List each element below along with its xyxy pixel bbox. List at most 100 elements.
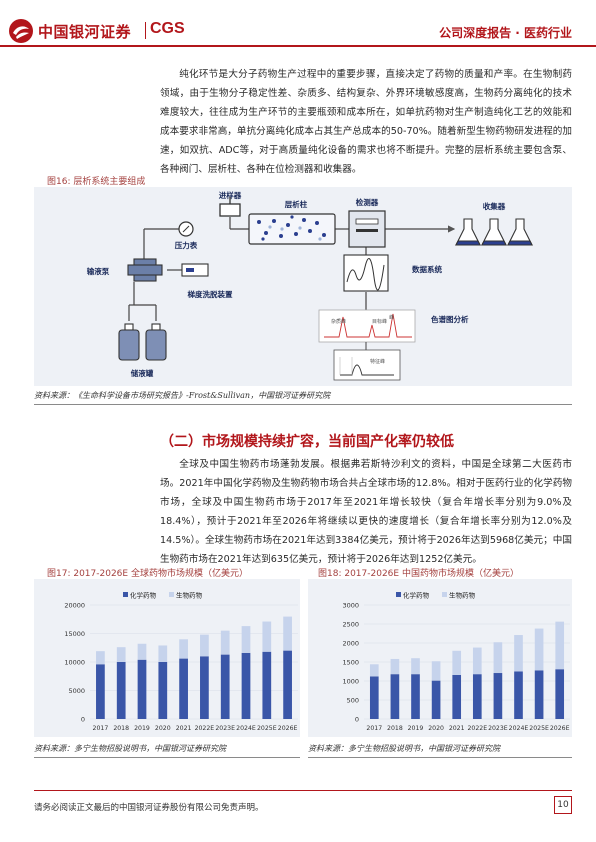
y-tick-label: 20000 (64, 602, 85, 610)
bar-segment (493, 673, 503, 719)
column-label: 层析柱 (285, 199, 308, 209)
x-tick-label: 2017 (93, 725, 109, 732)
legend-label: 生物药物 (176, 591, 203, 600)
y-tick-label: 0 (81, 716, 85, 724)
column-icon (248, 213, 336, 245)
x-tick-label: 2024E (236, 725, 256, 732)
inset-peak-label: 特征峰 (370, 358, 385, 365)
x-tick-label: 2020 (428, 725, 444, 732)
chromatogram-peak-a: 杂质峰 (331, 318, 346, 325)
bar-segment (283, 650, 292, 719)
logo-divider (145, 22, 146, 39)
gradient-label: 梯度洗脱装置 (188, 289, 233, 299)
y-tick-label: 1500 (342, 659, 359, 667)
pressure-gauge-icon (178, 221, 194, 237)
page-number: 10 (554, 796, 572, 814)
bar-segment (283, 616, 292, 651)
y-tick-label: 2000 (342, 640, 359, 648)
x-tick-label: 2018 (113, 725, 129, 732)
x-tick-label: 2023E (488, 725, 508, 732)
bar-segment (220, 654, 230, 719)
bar-segment (200, 656, 209, 719)
figure17-title: 图17: 2017-2026E 全球药物市场规模（亿美元） (47, 569, 248, 579)
y-tick-label: 5000 (68, 687, 85, 695)
y-tick-label: 10000 (64, 659, 85, 667)
y-tick-label: 1000 (342, 678, 359, 686)
report-type: 公司深度报告 · 医药行业 (439, 26, 572, 40)
bar-segment (369, 676, 379, 719)
header-rule (0, 45, 596, 47)
bar-segment (431, 661, 441, 681)
bar-segment (411, 658, 420, 675)
legend-label: 化学药物 (403, 591, 430, 600)
bar-segment (390, 674, 400, 719)
x-tick-label: 2023E (215, 725, 235, 732)
x-tick-label: 2018 (387, 725, 403, 732)
x-tick-label: 2025E (529, 725, 549, 732)
bar-segment (220, 630, 230, 655)
injector-label: 进样器 (219, 190, 242, 200)
bar-segment (96, 651, 105, 665)
bar-segment (514, 671, 523, 719)
bar-segment (158, 662, 168, 719)
figure18-rule (308, 757, 572, 758)
data-system-label: 数据系统 (412, 264, 442, 274)
legend-swatch (123, 592, 128, 597)
y-tick-label: 15000 (64, 630, 85, 638)
x-tick-label: 2026E (278, 725, 298, 732)
x-tick-label: 2024E (509, 725, 529, 732)
bar-segment (390, 658, 400, 675)
bar-segment (179, 639, 188, 659)
detector-label: 检测器 (356, 197, 379, 207)
bar-segment (241, 652, 251, 719)
chromatogram-inset-icon (333, 349, 401, 381)
bar-segment (555, 621, 565, 670)
bar-segment (137, 643, 147, 660)
bar-segment (514, 635, 523, 672)
injector-icon (219, 197, 241, 217)
bar-segment (179, 658, 188, 719)
bar-segment (262, 651, 272, 719)
chromatogram-label: 色谱图分析 (431, 314, 469, 324)
bar-segment (452, 674, 462, 719)
chromatography-diagram: 进样器 压力表 层析柱 检测器 收集器 输液泵 (87, 190, 533, 381)
bar-segment (555, 669, 565, 719)
bar-segment (158, 645, 168, 662)
figure16-rule (34, 404, 572, 405)
figure17-source: 资料来源：多宁生物招股说明书，中国银河证券研究院 (34, 744, 226, 753)
chromatogram-peak-c: 峰 (389, 314, 394, 321)
y-tick-label: 0 (355, 716, 359, 724)
bar-segment (116, 662, 126, 719)
figure16-source: 资料来源：《生命科学设备市场研究报告》-Frost&Sullivan，中国银河证… (34, 391, 331, 400)
chromatogram-peak-b: 目标峰 (372, 318, 387, 325)
x-tick-label: 2022E (467, 725, 487, 732)
bar-segment (411, 674, 420, 719)
collector-flasks-icon (455, 218, 533, 246)
y-tick-label: 3000 (342, 602, 359, 610)
legend-swatch (442, 592, 447, 597)
x-tick-label: 2017 (366, 725, 382, 732)
bar-segment (137, 659, 147, 719)
bar-segment (262, 621, 272, 652)
y-tick-label: 500 (347, 697, 359, 705)
legend-label: 生物药物 (449, 591, 476, 600)
figure18-title: 图18: 2017-2026E 中国药物市场规模（亿美元） (318, 569, 519, 579)
x-tick-label: 2026E (550, 725, 570, 732)
cgs-logo-icon (9, 19, 33, 43)
x-tick-label: 2021 (449, 725, 465, 732)
figure17-rule (34, 757, 300, 758)
pressure-gauge-label: 压力表 (175, 240, 198, 250)
pump-icon (127, 258, 163, 282)
bar-segment (534, 670, 544, 719)
pump-label: 输液泵 (87, 266, 110, 276)
data-system-icon (343, 254, 389, 292)
x-tick-label: 2025E (257, 725, 277, 732)
bar-segment (369, 664, 379, 677)
gradient-device-icon (181, 263, 209, 277)
intro-paragraph: 纯化环节是大分子药物生产过程中的重要步骤，直接决定了药物的质量和产率。在生物制药… (160, 69, 572, 175)
legend-label: 化学药物 (130, 591, 157, 600)
legend-swatch (396, 592, 401, 597)
x-tick-label: 2020 (155, 725, 171, 732)
section2-paragraph: 全球及中国生物药市场蓬勃发展。根据弗若斯特沙利文的资料，中国是全球第二大医药市场… (160, 459, 572, 565)
